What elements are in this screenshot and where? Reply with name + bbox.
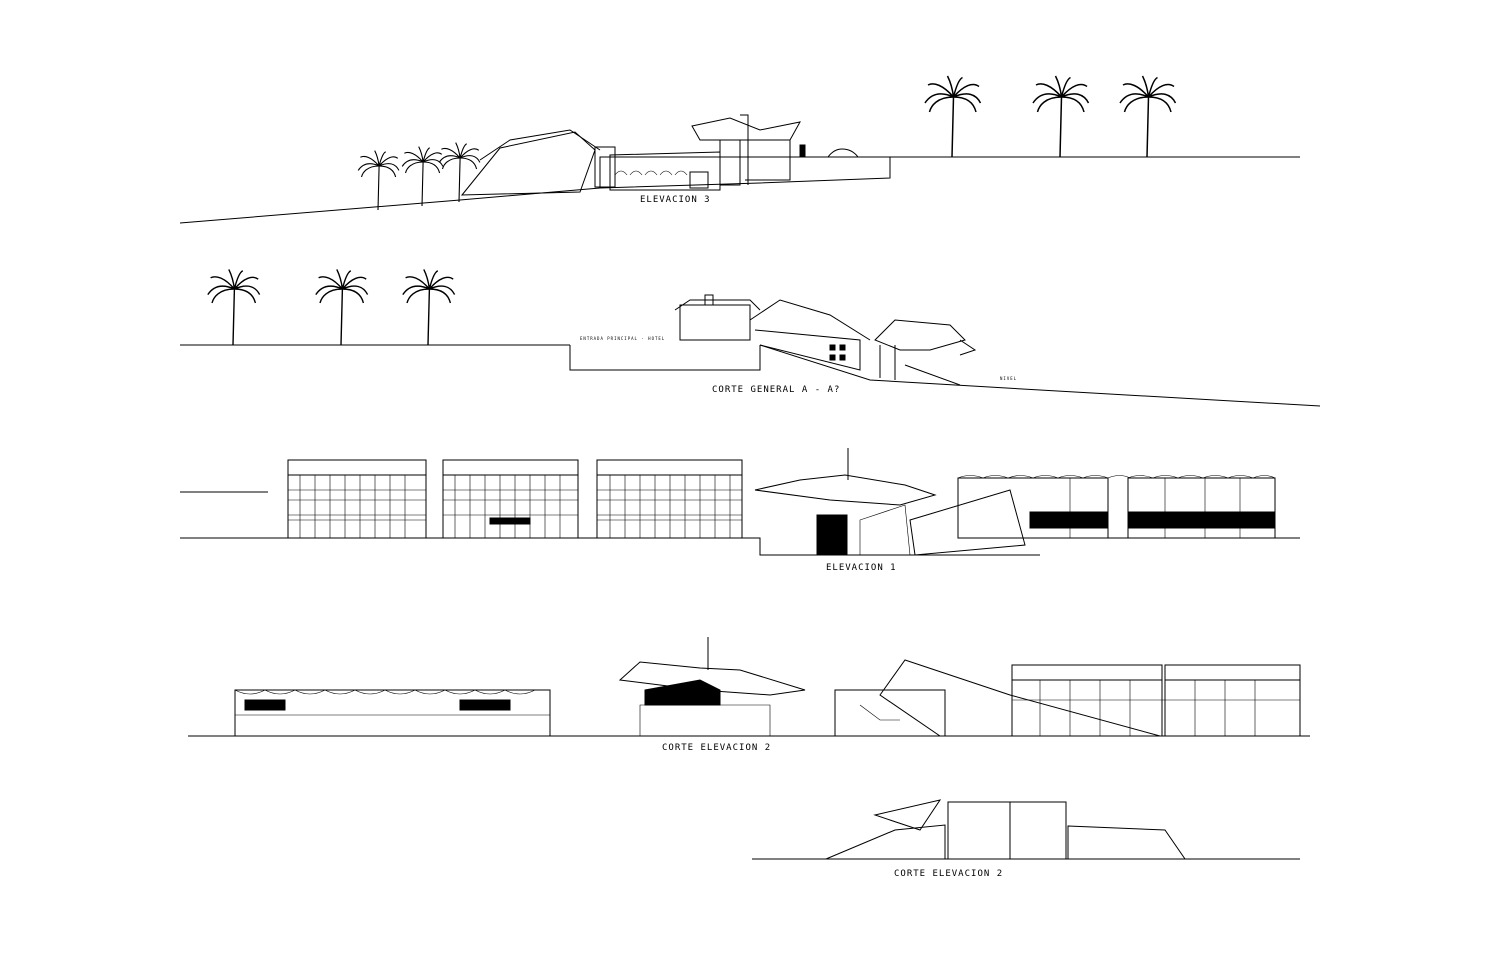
palm-tree-icon: [402, 268, 456, 346]
wing-right: [957, 475, 1276, 539]
corte-general-drawing: [180, 268, 1321, 407]
palm-tree-icon: [357, 150, 400, 211]
elevacion-3-drawing: [179, 75, 1300, 224]
palm-tree-icon: [1119, 75, 1177, 158]
palm-tree-icon: [315, 268, 369, 346]
corte-elevacion-2b-caption: CORTE ELEVACION 2: [894, 869, 1003, 879]
palm-tree-icon: [438, 142, 481, 203]
palm-tree-icon: [207, 268, 261, 346]
hotel-block-right: [596, 459, 743, 539]
palm-tree-icon: [401, 146, 444, 207]
corte-elevacion-2a-caption: CORTE ELEVACION 2: [662, 743, 771, 753]
wing-left-section: [234, 689, 551, 737]
acceso-principal-label: ENTRADA PRINCIPAL - HOTEL: [580, 336, 665, 341]
nivel-label: NIVEL: [1000, 376, 1017, 381]
corte-elevacion-2b-drawing: [752, 799, 1300, 860]
corte-general-caption: CORTE GENERAL A - A?: [712, 385, 840, 395]
hotel-block-left: [287, 459, 427, 539]
palm-tree-icon: [1032, 75, 1090, 158]
elevacion-1-drawing: [180, 448, 1300, 556]
corte-elevacion-2a-drawing: [188, 637, 1310, 737]
elevacion-3-caption: ELEVACION 3: [640, 195, 711, 205]
palm-tree-icon: [924, 75, 982, 158]
hotel-block-center: [442, 459, 579, 539]
elevacion-1-caption: ELEVACION 1: [826, 563, 897, 573]
